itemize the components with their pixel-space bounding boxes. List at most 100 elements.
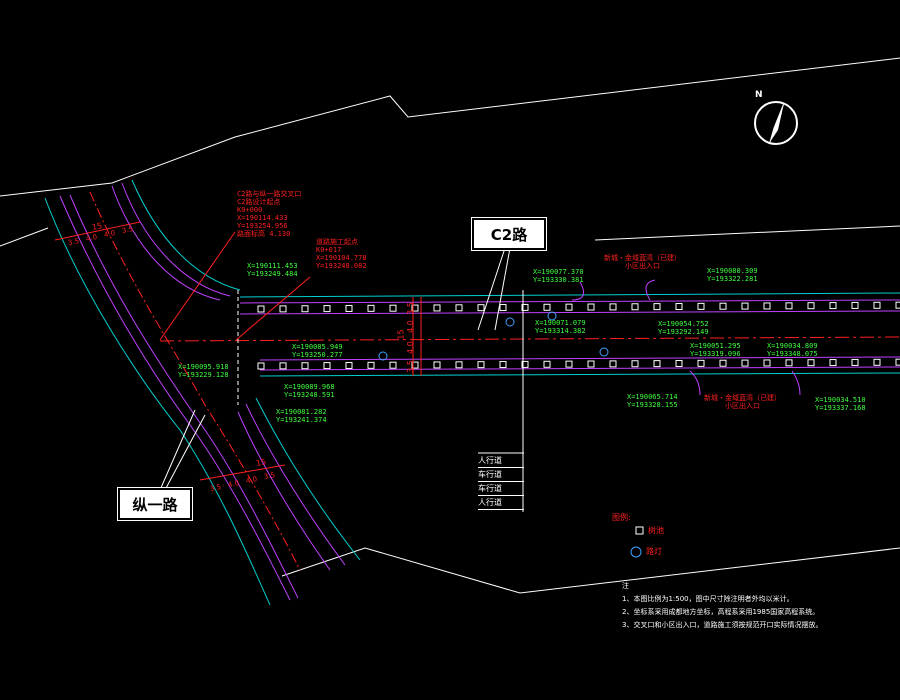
c2-seg-2: 4.0: [405, 320, 415, 333]
tree-pit: [895, 358, 900, 366]
c2-total-width: 15: [396, 329, 406, 340]
notes-item-2: 2、坐标系采用成都地方坐标，高程系采用1985国家高程系统。: [622, 608, 820, 616]
tree-pit: [389, 304, 397, 312]
entrance-bottom-sub: 小区出入口: [725, 402, 760, 410]
tree-pit: [697, 359, 705, 367]
entrance-bottom-title: 新城・金域蓝湾（已建）: [704, 394, 781, 402]
c2-inner-bottom-2: [259, 366, 900, 371]
c2-road: [159, 290, 900, 512]
tree-pit: [367, 361, 375, 369]
zong1-inner-left-2: [69, 194, 299, 599]
construction-start-x: X=190104.778: [316, 254, 367, 262]
street-lamp: [599, 347, 609, 357]
entrances-geometry: [571, 279, 801, 396]
tree-pits: [257, 301, 900, 370]
tree-pit: [565, 360, 573, 368]
entrance-top-title: 新城・金域蓝湾（已建）: [604, 254, 681, 262]
tree-pit: [477, 304, 485, 312]
zong1-inner-right-2: [121, 182, 346, 566]
design-start-leader: [159, 231, 236, 341]
tree-pit: [653, 303, 661, 311]
section-row-sidewalk-1: 人行道: [478, 454, 524, 468]
zong1-name-leader-2: [164, 414, 206, 491]
tree-pit: [741, 359, 749, 367]
design-note-h: 路面标高 4.130: [237, 230, 291, 238]
zong1-center: [89, 191, 301, 571]
design-note: C2路与纵一路交叉口 C2路设计起点 K0+000 X=190114.433 Y…: [237, 190, 301, 238]
tree-pit: [851, 301, 859, 309]
tree-pit: [499, 304, 507, 312]
tree-pit: [697, 302, 705, 310]
width-dim-zong1-bottom: [199, 464, 286, 481]
tree-pit: [785, 359, 793, 367]
tree-pit: [675, 302, 683, 310]
c2-centerline: [159, 336, 900, 342]
zong1-inner-left-1: [59, 195, 291, 601]
construction-start-title: 道路施工起点: [316, 238, 358, 246]
legend-tree-icon: [635, 526, 644, 535]
c2-seg-1: 3.5: [405, 302, 415, 315]
tree-pit: [455, 304, 463, 312]
tree-pit: [675, 359, 683, 367]
tree-pit: [411, 361, 419, 369]
construction-start-y: Y=193248.082: [316, 262, 367, 270]
tree-pit: [851, 358, 859, 366]
c2-seg-3: 4.0: [405, 341, 415, 354]
tree-pit: [543, 360, 551, 368]
tree-pit: [301, 362, 309, 370]
boundary-left-bottom: [0, 227, 49, 247]
tree-pit: [587, 303, 595, 311]
design-note-title: C2路与纵一路交叉口: [237, 190, 302, 198]
tree-pit: [521, 360, 529, 368]
tree-pit: [323, 362, 331, 370]
tree-pit: [367, 304, 375, 312]
tree-pit: [763, 359, 771, 367]
tree-pit: [433, 304, 441, 312]
c2-inner-top-2: [239, 310, 900, 315]
section-row-lane-1: 车行道: [478, 468, 524, 482]
tree-pit: [829, 359, 837, 367]
tree-pit: [279, 305, 287, 313]
tree-pit: [785, 302, 793, 310]
tree-pit: [257, 362, 265, 370]
design-note-k: K0+000: [237, 206, 263, 214]
tree-pit: [895, 301, 900, 309]
zong1-inner-right-1: [111, 185, 331, 571]
tree-pit: [345, 304, 353, 312]
entrance-bottom-right-arc: [791, 370, 801, 396]
entrance-bottom-left-arc: [689, 370, 701, 396]
construction-start-note: 道路施工起点 K0+017 X=190104.778 Y=193248.082: [316, 238, 367, 270]
tree-pit: [543, 303, 551, 311]
north-arrow: [754, 101, 798, 145]
legend-tree-label: 树池: [648, 526, 664, 535]
tree-pit: [719, 302, 727, 310]
entrance-top-note: 新城・金域蓝湾（已建） 小区出入口: [604, 254, 681, 270]
c2-name-leader: [477, 247, 506, 331]
section-row-lane-2: 车行道: [478, 482, 524, 496]
zong1-name-leader: [159, 409, 196, 491]
street-lamp: [547, 311, 557, 321]
c2-road-label: C2路: [471, 217, 547, 251]
c2-inner-top-1: [239, 299, 900, 304]
entrance-bottom-note: 新城・金域蓝湾（已建） 小区出入口: [704, 394, 781, 410]
zong1-edge-right: [131, 179, 361, 561]
tree-pit: [301, 305, 309, 313]
entrance-top-sub: 小区出入口: [625, 262, 660, 270]
notes-title: 注: [622, 582, 629, 590]
boundary-mid-right: [594, 225, 900, 241]
north-arrow-circle: [754, 101, 798, 145]
tree-pit: [499, 361, 507, 369]
tree-pit: [279, 362, 287, 370]
tree-pit: [873, 301, 881, 309]
tree-pit: [631, 303, 639, 311]
tree-pit: [389, 361, 397, 369]
